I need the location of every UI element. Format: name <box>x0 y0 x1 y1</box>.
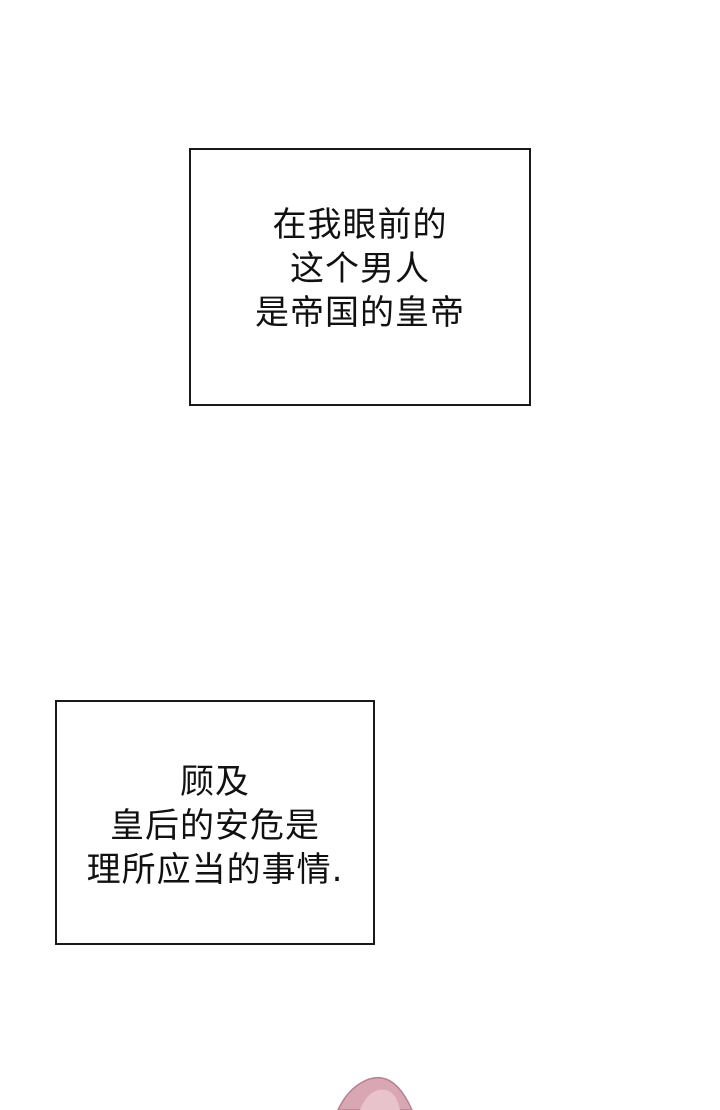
caption-line: 皇后的安危是 <box>110 805 320 846</box>
caption-line: 这个男人 <box>290 249 430 289</box>
caption-line: 顾及 <box>180 761 250 802</box>
caption-line: 理所应当的事情. <box>86 849 344 890</box>
illustration-fragment <box>337 1076 413 1110</box>
caption-line: 是帝国的皇帝 <box>255 293 465 333</box>
narration-caption-box-1: 在我眼前的 这个男人 是帝国的皇帝 <box>189 148 531 406</box>
caption-line: 在我眼前的 <box>272 205 448 245</box>
narration-caption-box-2: 顾及 皇后的安危是 理所应当的事情. <box>55 700 375 945</box>
